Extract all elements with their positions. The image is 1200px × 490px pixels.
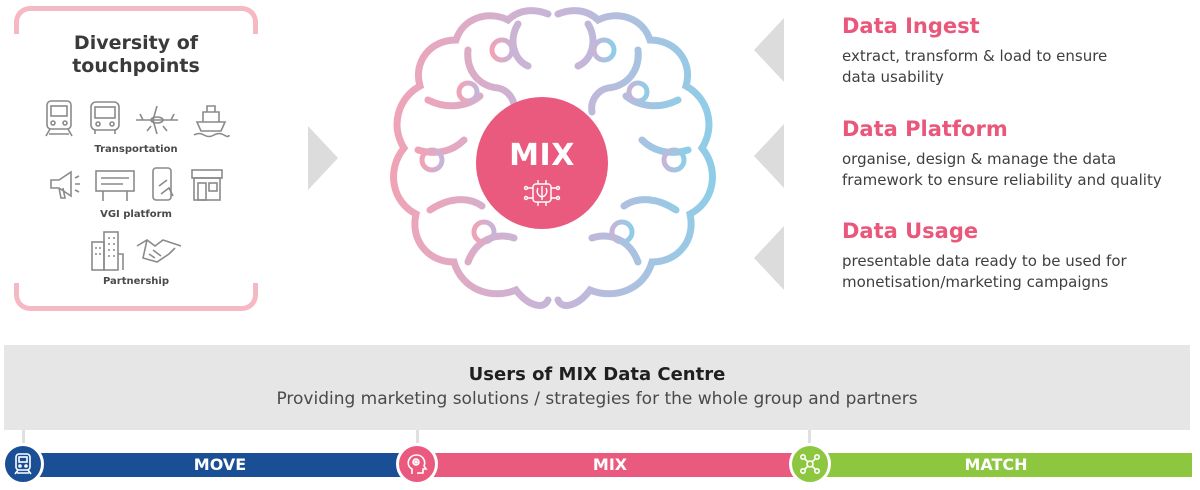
mix-core-label: MIX [509, 138, 575, 173]
stage-desc-data-usage: presentable data ready to be used for mo… [842, 251, 1192, 293]
vgi-icons [38, 166, 234, 204]
touchpoints-panel: Diversity of touchpoints Transportation [14, 6, 258, 311]
stage-desc-line: organise, design & manage the data [842, 150, 1117, 168]
users-subtitle: Providing marketing solutions / strategi… [276, 389, 918, 409]
move-node [2, 443, 44, 485]
bus-icon [90, 101, 120, 134]
touchpoints-title-line1: Diversity of [73, 32, 199, 54]
caption-partnership: Partnership [102, 276, 169, 287]
flow-arrow-right [308, 126, 338, 190]
storefront-icon [191, 169, 223, 201]
caption-transportation: Transportation [94, 144, 178, 155]
bar-move: MOVE [20, 453, 420, 477]
bracket-bottom [14, 283, 258, 311]
transportation-icons [38, 98, 234, 138]
brain-chip-icon [523, 180, 561, 206]
train-icon [45, 100, 73, 137]
stage-title-data-usage: Data Usage [842, 219, 979, 243]
mix-node [396, 443, 438, 485]
caption-vgi-platform: VGI platform [100, 209, 172, 220]
stage-desc-data-ingest: extract, transform & load to ensure data… [842, 46, 1192, 88]
train-icon [14, 453, 32, 475]
stage-desc-line: extract, transform & load to ensure [842, 47, 1108, 65]
mix-core-circle [476, 97, 608, 229]
stage-desc-line: monetisation/marketing campaigns [842, 273, 1109, 291]
megaphone-icon [50, 170, 80, 199]
bracket-top [14, 6, 258, 34]
mobile-tap-icon [152, 167, 174, 201]
stage-desc-data-platform: organise, design & manage the data frame… [842, 149, 1192, 191]
users-band: Users of MIX Data Centre Providing marke… [4, 345, 1190, 430]
billboard-icon [95, 170, 135, 201]
match-node [789, 443, 831, 485]
handshake-icon [136, 239, 182, 263]
touchpoints-title: Diversity of touchpoints [14, 32, 258, 78]
brain-illustration [390, 7, 716, 309]
flow-arrow-left-1 [754, 18, 784, 82]
partnership-icons [38, 228, 234, 272]
touchpoints-title-line2: touchpoints [72, 55, 200, 77]
stage-desc-line: data usability [842, 68, 944, 86]
buildings-icon [91, 231, 124, 271]
bar-match: MATCH [800, 453, 1192, 477]
stage-desc-line: framework to ensure reliability and qual… [842, 171, 1162, 189]
users-title: Users of MIX Data Centre [468, 364, 726, 385]
airplane-icon [136, 105, 178, 135]
stage-desc-line: presentable data ready to be used for [842, 252, 1127, 270]
stage-title-data-platform: Data Platform [842, 117, 1008, 141]
bar-mix: MIX [420, 453, 800, 477]
flow-arrow-left-2 [754, 124, 784, 188]
stage-title-data-ingest: Data Ingest [842, 14, 980, 38]
network-icon [799, 453, 820, 474]
head-gears-icon [407, 454, 428, 474]
flow-arrow-left-3 [754, 226, 784, 290]
ship-icon [193, 105, 230, 138]
